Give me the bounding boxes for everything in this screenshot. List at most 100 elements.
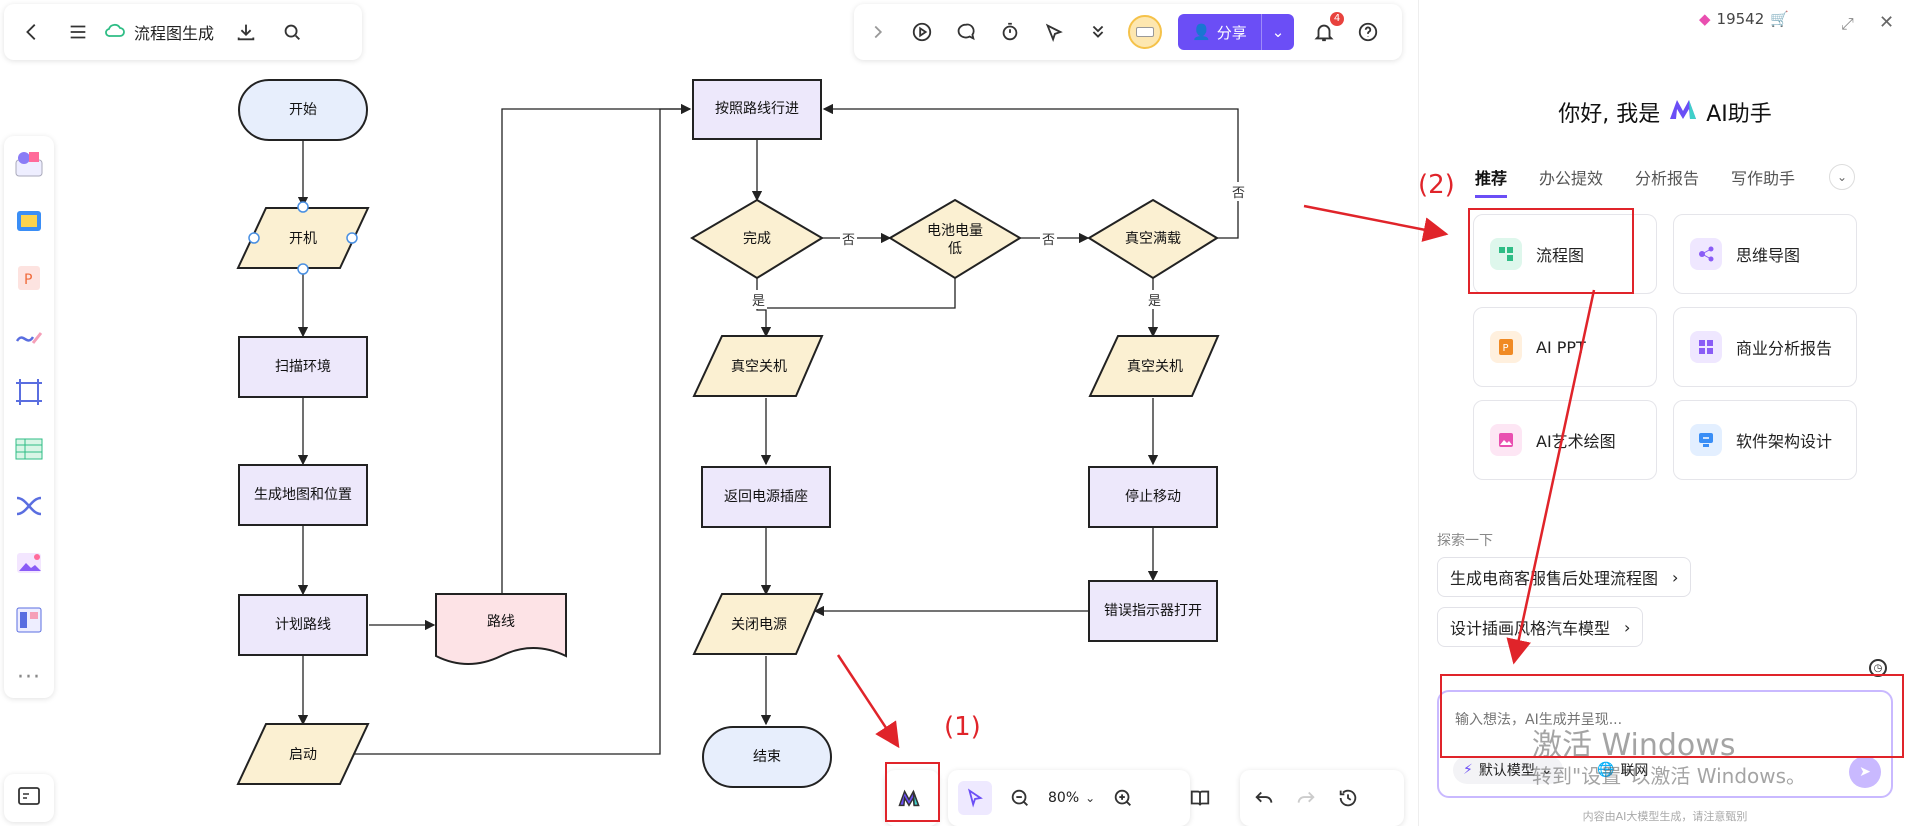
zoom-out-icon[interactable] <box>1006 784 1034 812</box>
back-icon[interactable] <box>18 18 46 46</box>
search-icon[interactable] <box>278 18 306 46</box>
node-vacuum-off-1[interactable]: 真空关机 <box>731 358 787 375</box>
timer-icon[interactable] <box>996 18 1024 46</box>
tab-analysis[interactable]: 分析报告 <box>1635 169 1700 188</box>
card-mindmap[interactable]: 思维导图 <box>1673 214 1857 294</box>
more-tools-icon[interactable]: ··· <box>17 664 41 690</box>
art-icon <box>1490 424 1522 456</box>
edge-label-no: 否 <box>1230 182 1248 201</box>
node-power-off[interactable]: 关闭电源 <box>731 616 787 633</box>
greeting-title: 你好, 我是 AI助手 <box>1419 96 1910 128</box>
pen-tool-icon[interactable] <box>11 317 47 353</box>
ai-assistant-panel: ◆ 19542 🛒 ⤢ ✕ 你好, 我是 AI助手 推荐 办公提效 分析报告 写… <box>1418 0 1910 826</box>
expand-icon[interactable]: ⤢ <box>1841 14 1854 33</box>
node-route[interactable]: 路线 <box>487 613 515 630</box>
template-tool-icon[interactable] <box>11 602 47 638</box>
tab-office[interactable]: 办公提效 <box>1539 169 1604 188</box>
chat-input-box: ⚡ 默认模型 ⌄ 🌐 联网 ➤ <box>1437 690 1893 798</box>
panel-tabs: 推荐 办公提效 分析报告 写作助手 <box>1475 165 1795 198</box>
tab-recommend[interactable]: 推荐 <box>1475 165 1508 198</box>
share-button[interactable]: 👤分享 ⌄ <box>1178 14 1295 50</box>
edge-label-no: 否 <box>1040 229 1058 248</box>
node-plan-route[interactable]: 计划路线 <box>238 594 368 656</box>
book-bar <box>1176 770 1228 826</box>
node-vacuum-off-2[interactable]: 真空关机 <box>1127 358 1183 375</box>
tab-writing[interactable]: 写作助手 <box>1731 169 1796 188</box>
edge-label-yes: 是 <box>750 290 768 309</box>
history-clock-icon[interactable]: ◷ <box>1869 659 1887 677</box>
node-launch[interactable]: 启动 <box>289 746 317 763</box>
web-search-toggle[interactable]: 🌐 联网 <box>1597 762 1649 779</box>
flowchart-canvas[interactable]: 开始 开机 扫描环境 生成地图和位置 计划路线 路线 启动 按照路线行进 完成 … <box>0 0 1418 826</box>
cart-icon[interactable]: 🛒 <box>1770 10 1789 28</box>
undo-icon[interactable] <box>1250 784 1278 812</box>
explore-title: 探索一下 <box>1437 533 1493 549</box>
history-icon[interactable] <box>1334 784 1362 812</box>
node-start[interactable]: 开始 <box>238 79 368 141</box>
zoom-level[interactable]: 80% <box>1048 790 1080 806</box>
card-software-architecture[interactable]: 软件架构设计 <box>1673 400 1857 480</box>
user-avatar[interactable] <box>1128 15 1162 49</box>
card-ai-ppt[interactable]: P AI PPT <box>1473 307 1657 387</box>
suggestion-item[interactable]: 生成电商客服售后处理流程图 › <box>1437 557 1692 597</box>
chevron-right-icon: › <box>1624 617 1631 637</box>
top-center-toolbar: 👤分享 ⌄ 4 <box>854 4 1402 60</box>
card-ai-art[interactable]: AI艺术绘图 <box>1473 400 1657 480</box>
lightning-icon: ⚡ <box>1463 762 1473 778</box>
download-icon[interactable] <box>232 18 260 46</box>
connector-lines <box>236 103 1239 785</box>
node-power-on[interactable]: 开机 <box>289 230 317 247</box>
node-follow-route[interactable]: 按照路线行进 <box>692 79 822 140</box>
zoom-dropdown-icon[interactable]: ⌄ <box>1085 791 1096 805</box>
send-button[interactable]: ➤ <box>1849 756 1881 788</box>
frame-tool-icon[interactable] <box>11 374 47 410</box>
node-generate-map[interactable]: 生成地图和位置 <box>238 464 368 526</box>
laser-pointer-icon[interactable] <box>1040 18 1068 46</box>
collapse-chevron-icon[interactable] <box>864 18 892 46</box>
share-dropdown-icon[interactable]: ⌄ <box>1260 14 1295 50</box>
connector-tool-icon[interactable] <box>11 488 47 524</box>
book-icon[interactable] <box>1186 784 1214 812</box>
shapes-tool-icon[interactable] <box>11 146 47 182</box>
minimap-button[interactable] <box>4 774 54 822</box>
select-pointer-icon[interactable] <box>958 781 992 815</box>
node-end[interactable]: 结束 <box>702 726 832 788</box>
more-chevron-icon[interactable] <box>1084 18 1112 46</box>
zoom-in-icon[interactable] <box>1109 784 1137 812</box>
card-flowchart[interactable]: 流程图 <box>1473 214 1657 294</box>
svg-text:P: P <box>1503 343 1509 354</box>
node-error-indicator[interactable]: 错误指示器打开 <box>1088 580 1218 642</box>
image-tool-icon[interactable] <box>11 545 47 581</box>
card-business-report[interactable]: 商业分析报告 <box>1673 307 1857 387</box>
node-done[interactable]: 完成 <box>743 230 771 247</box>
node-battery-low[interactable]: 电池电量 低 <box>927 222 983 257</box>
present-play-icon[interactable] <box>908 18 936 46</box>
help-icon[interactable] <box>1354 18 1382 46</box>
ai-logo-icon <box>1668 97 1698 127</box>
node-vacuum-full[interactable]: 真空满载 <box>1125 230 1181 247</box>
comment-icon[interactable] <box>952 18 980 46</box>
ai-logo-icon[interactable] <box>895 784 923 812</box>
table-tool-icon[interactable] <box>11 431 47 467</box>
menu-icon[interactable] <box>64 18 92 46</box>
chevron-down-icon: ⌄ <box>1540 762 1553 778</box>
tabs-expand-icon[interactable]: ⌄ <box>1829 164 1855 190</box>
send-icon: ➤ <box>1859 764 1871 780</box>
chat-input[interactable] <box>1455 712 1855 728</box>
node-scan[interactable]: 扫描环境 <box>238 336 368 398</box>
top-left-toolbar: 流程图生成 <box>4 4 362 60</box>
ppt-tool-icon[interactable]: P <box>11 260 47 296</box>
credits-display[interactable]: ◆ 19542 🛒 <box>1699 10 1789 28</box>
redo-icon[interactable] <box>1292 784 1320 812</box>
node-return-outlet[interactable]: 返回电源插座 <box>701 466 831 528</box>
notification-bell-icon[interactable]: 4 <box>1310 12 1345 46</box>
model-selector[interactable]: ⚡ 默认模型 ⌄ <box>1453 756 1563 784</box>
document-title[interactable]: 流程图生成 <box>104 20 214 44</box>
ppt-icon: P <box>1490 331 1522 363</box>
gem-icon: ◆ <box>1699 10 1711 28</box>
suggestion-item[interactable]: 设计插画风格汽车模型 › <box>1437 607 1644 647</box>
sticky-note-tool-icon[interactable] <box>11 203 47 239</box>
node-stop-moving[interactable]: 停止移动 <box>1088 466 1218 528</box>
close-icon[interactable]: ✕ <box>1879 12 1895 33</box>
mindmap-icon <box>1690 238 1722 270</box>
